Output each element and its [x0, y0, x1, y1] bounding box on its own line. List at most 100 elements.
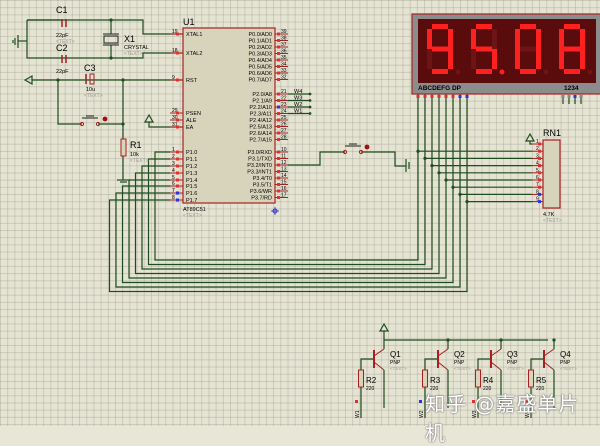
c3-text: <TEXT> [84, 93, 103, 99]
pin-number: 37 [281, 42, 287, 48]
capacitor-c1[interactable]: C1 22pF <TEXT> [56, 5, 75, 45]
pin-name: P0.2/AD2 [248, 45, 272, 51]
pin-number: 11 [281, 154, 286, 160]
pin-number: 31 [172, 122, 178, 128]
int0-button[interactable] [342, 143, 370, 155]
resistor-r3[interactable] [422, 369, 428, 388]
resistor-ref: R5 [536, 376, 547, 385]
pin-number: 12 [281, 160, 287, 166]
segment-pin [444, 95, 448, 98]
pin-name: P0.6/AD6 [248, 71, 272, 77]
junction-dot [437, 171, 441, 175]
pin-number: 30 [172, 115, 178, 121]
resistor-r2[interactable] [358, 369, 364, 388]
digit-3 [515, 24, 549, 75]
rn1-pin-number: 1 [536, 139, 539, 145]
segment-pin [416, 95, 420, 98]
pin-name: P1.6 [186, 191, 197, 197]
pin-marker [176, 164, 179, 168]
pin-number: 1 [172, 147, 175, 153]
pin-number: 18 [172, 48, 178, 54]
rn1-pin-number: 3 [536, 153, 539, 159]
net-end [308, 92, 312, 96]
pin-name: P0.1/AD1 [248, 39, 272, 45]
transistor-ref: Q1 [390, 350, 401, 359]
ground-symbol [12, 35, 19, 48]
resistor-r4[interactable] [475, 369, 481, 388]
segment-b [580, 29, 585, 49]
junction-dot [109, 56, 113, 60]
net-label-w4: W4 [294, 89, 302, 95]
pin-number: 2 [172, 154, 175, 160]
wire [141, 94, 433, 270]
digit-pin [567, 95, 571, 98]
pin-name: PSEN [186, 111, 201, 117]
transistor-text: <TEXT> [390, 366, 407, 371]
segment-pin [458, 95, 462, 98]
pin-marker [277, 45, 280, 49]
capacitor-c2[interactable]: C2 22pF [56, 43, 69, 75]
pin-marker [176, 51, 179, 55]
crystal-x1[interactable]: X1 CRYSTAL <TEXT> [103, 33, 149, 57]
segment-c [492, 49, 497, 69]
ground-r1 [117, 179, 130, 183]
segment-f [559, 29, 564, 49]
pin-name: P0.3/AD3 [248, 52, 272, 58]
pin-name: P0.4/AD4 [248, 58, 272, 64]
transistor-collector [543, 361, 555, 371]
net-label-w3: W3 [294, 96, 302, 102]
crosshair-marker [271, 207, 279, 215]
digit-1 [427, 24, 461, 75]
pin-marker [176, 118, 179, 122]
net-label-w2: W2 [294, 102, 302, 108]
pin-name: P1.0 [186, 150, 197, 156]
pin-name: P3.1/TXD [248, 157, 272, 163]
segment-d [520, 69, 536, 74]
segment-e [427, 49, 432, 69]
segment-pin-label: ABCDEFG DP [418, 85, 462, 92]
wire [121, 94, 454, 284]
pin-marker [538, 156, 541, 160]
wire [383, 331, 548, 341]
seven-segment-display[interactable]: ABCDEFG DP 1234 [411, 13, 600, 98]
pin-marker [277, 105, 280, 109]
segment-g [564, 46, 580, 52]
transistor-ref: Q2 [454, 350, 465, 359]
schematic[interactable]: C1 22pF <TEXT> C2 22pF X1 CRYSTAL <TEXT>… [0, 0, 600, 426]
pin-marker [277, 92, 280, 96]
pin-marker [538, 185, 541, 189]
pin-name: EA [186, 125, 194, 131]
power-terminal-q [378, 322, 390, 332]
pin-number: 22 [281, 96, 287, 102]
pin-marker [277, 39, 280, 42]
transistor-type: PNP [560, 360, 571, 366]
x1-value: CRYSTAL [124, 45, 149, 51]
resistor-r1[interactable]: R1 10k <TEXT> [120, 138, 149, 164]
pin-name: XTAL2 [186, 51, 202, 57]
rn1-pin-number: 2 [536, 146, 539, 152]
reset-button[interactable] [79, 115, 108, 127]
wire [57, 80, 82, 125]
rn1-value: 4.7K [543, 212, 555, 218]
rn1-pin-number: 6 [536, 175, 539, 181]
r1-ref: R1 [130, 140, 142, 150]
pin-marker [277, 71, 280, 75]
rn1-text: <TEXT> [543, 218, 562, 224]
resistor-r5[interactable] [528, 369, 534, 388]
capacitor-c3[interactable]: C3 10u <TEXT> [84, 63, 103, 99]
pin-number: 24 [281, 109, 287, 115]
pin-number: 29 [172, 108, 178, 114]
pin-marker [538, 178, 541, 182]
decimal-point [499, 69, 505, 75]
pin-number: 19 [172, 29, 178, 35]
pin-marker [538, 164, 541, 168]
digit-pin-label: 1234 [564, 85, 579, 92]
pin-marker [176, 178, 179, 182]
pin-number: 32 [281, 75, 287, 81]
